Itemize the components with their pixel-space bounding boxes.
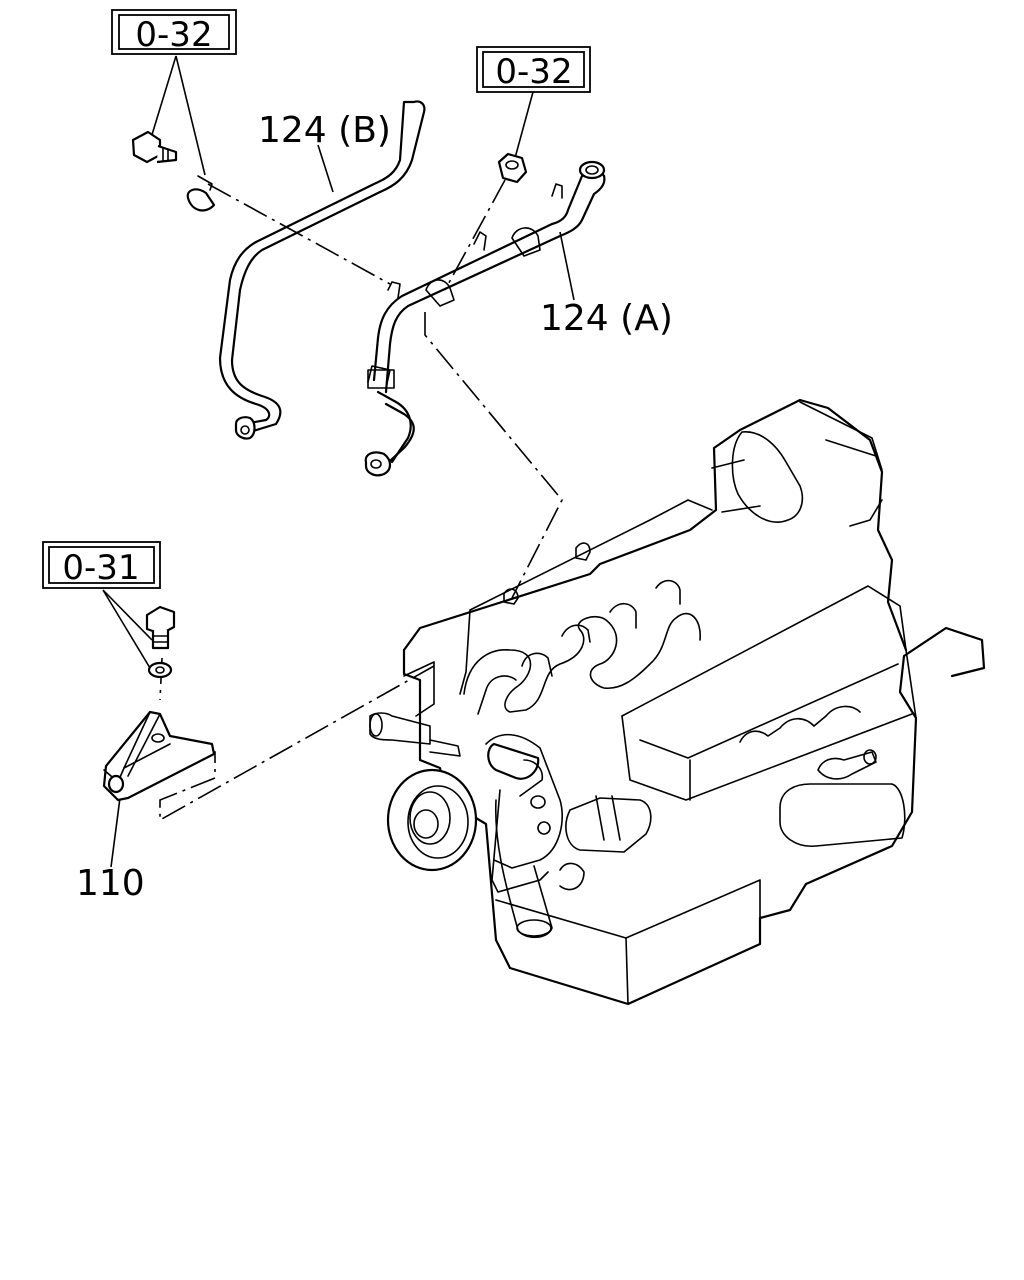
leader-lines bbox=[102, 55, 575, 868]
pipe-124b[interactable] bbox=[218, 100, 426, 440]
bracket-110[interactable] bbox=[102, 710, 216, 802]
reference-box-left-label: 0-31 bbox=[62, 548, 139, 588]
pipe-124a[interactable] bbox=[364, 160, 606, 477]
reference-box-top-right[interactable]: 0-32 bbox=[476, 46, 591, 93]
bolt-icon-top-left bbox=[131, 130, 178, 164]
reference-box-top-left-label: 0-32 bbox=[135, 15, 212, 55]
part-label-124b: 124 (B) bbox=[258, 110, 391, 151]
reference-box-top-right-label: 0-32 bbox=[495, 52, 572, 92]
nut-icon-top-right bbox=[497, 152, 528, 184]
engine-assembly bbox=[369, 398, 986, 1006]
reference-box-top-left[interactable]: 0-32 bbox=[111, 9, 237, 55]
part-label-110: 110 bbox=[76, 863, 145, 904]
bolt-icon-left bbox=[145, 605, 176, 650]
part-label-124a: 124 (A) bbox=[540, 298, 673, 339]
washer-icon-top-left bbox=[186, 175, 216, 212]
crank-pulley bbox=[386, 768, 478, 872]
washer-icon-left bbox=[147, 661, 173, 679]
alignment-lines bbox=[159, 179, 563, 822]
reference-box-left[interactable]: 0-31 bbox=[42, 541, 161, 589]
